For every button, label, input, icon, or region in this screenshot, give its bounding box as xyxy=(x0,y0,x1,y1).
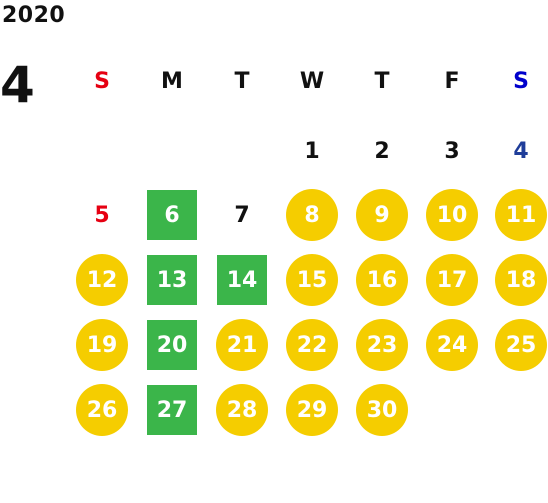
calendar-day[interactable]: 3 xyxy=(444,138,460,164)
weekday-header: F xyxy=(444,68,460,94)
weekday-header: T xyxy=(234,68,250,94)
calendar-day[interactable]: 4 xyxy=(513,138,529,164)
calendar-day[interactable]: 20 xyxy=(147,320,197,370)
weekday-header: T xyxy=(374,68,390,94)
calendar-day[interactable]: 5 xyxy=(94,202,110,228)
calendar-day[interactable]: 16 xyxy=(356,254,408,306)
calendar-day[interactable]: 26 xyxy=(76,384,128,436)
calendar-day[interactable]: 25 xyxy=(495,319,547,371)
calendar-day[interactable]: 13 xyxy=(147,255,197,305)
year-label: 2020 xyxy=(2,3,66,28)
weekday-header: S xyxy=(513,68,529,94)
calendar-day[interactable]: 11 xyxy=(495,189,547,241)
calendar-day[interactable]: 9 xyxy=(356,189,408,241)
weekday-header: W xyxy=(299,68,325,94)
calendar-day[interactable]: 6 xyxy=(147,190,197,240)
weekday-header: S xyxy=(94,68,110,94)
calendar-day[interactable]: 19 xyxy=(76,319,128,371)
calendar-day[interactable]: 28 xyxy=(216,384,268,436)
weekday-header: M xyxy=(161,68,183,94)
calendar-day[interactable]: 15 xyxy=(286,254,338,306)
calendar-day[interactable]: 18 xyxy=(495,254,547,306)
calendar-day[interactable]: 30 xyxy=(356,384,408,436)
calendar-day[interactable]: 12 xyxy=(76,254,128,306)
calendar-day[interactable]: 8 xyxy=(286,189,338,241)
calendar-day[interactable]: 17 xyxy=(426,254,478,306)
month-label: 4 xyxy=(0,56,35,114)
calendar-day[interactable]: 27 xyxy=(147,385,197,435)
calendar-day[interactable]: 2 xyxy=(374,138,390,164)
calendar-day[interactable]: 21 xyxy=(216,319,268,371)
calendar-day[interactable]: 22 xyxy=(286,319,338,371)
calendar-day[interactable]: 10 xyxy=(426,189,478,241)
calendar-day[interactable]: 7 xyxy=(234,202,250,228)
calendar-day[interactable]: 29 xyxy=(286,384,338,436)
calendar-day[interactable]: 24 xyxy=(426,319,478,371)
calendar-day[interactable]: 14 xyxy=(217,255,267,305)
calendar-day[interactable]: 1 xyxy=(304,138,320,164)
calendar-day[interactable]: 23 xyxy=(356,319,408,371)
